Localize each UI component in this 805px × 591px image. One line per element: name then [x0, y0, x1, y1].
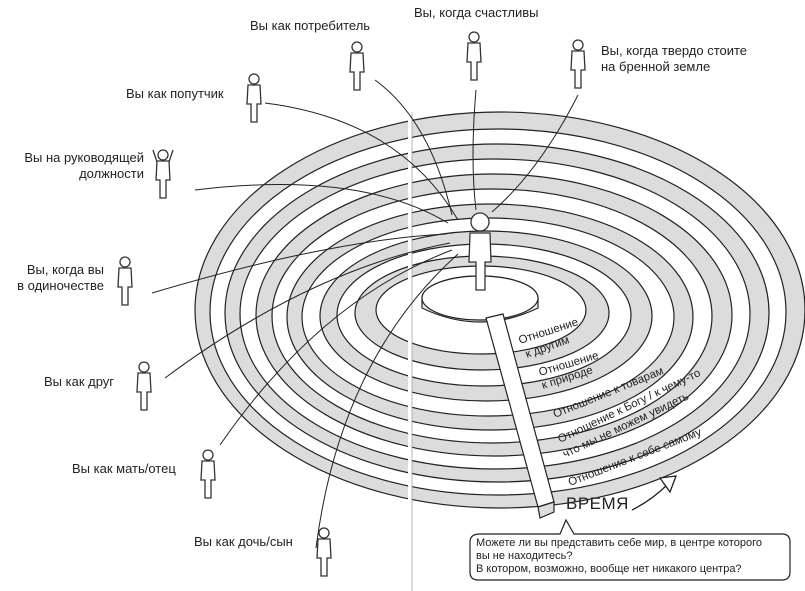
happy-person-icon [466, 31, 482, 81]
label-consumer: Вы как потребитель [250, 18, 371, 33]
child-person-icon [316, 527, 332, 577]
label-leader-line2: должности [79, 166, 144, 181]
question-line1: Можете ли вы представить себе мир, в цен… [476, 537, 762, 549]
label-firm-line1: Вы, когда твердо стоите [601, 43, 748, 58]
label-alone: Вы, когда вы в одиночестве [8, 262, 104, 294]
label-companion: Вы как попутчик [126, 86, 224, 101]
time-stick [485, 313, 555, 519]
center-person-icon [468, 212, 492, 291]
center-platform [421, 275, 539, 323]
label-firm-line2: на бренной земле [601, 59, 711, 74]
question-line2: вы не находитесь? [476, 550, 573, 562]
question-bubble [469, 518, 791, 581]
label-leader: Вы на руководящей должности [12, 150, 144, 182]
label-firm: Вы, когда твердо стоите на бренной земле [601, 43, 747, 75]
alone-person-icon [117, 256, 133, 306]
leader-person-icon [152, 149, 174, 199]
friend-person-icon [136, 361, 152, 411]
label-leader-line1: Вы на руководящей [24, 150, 144, 165]
label-child: Вы как дочь/сын [194, 534, 293, 549]
time-arrow-icon [631, 475, 677, 511]
consumer-person-icon [349, 41, 365, 91]
rays [151, 79, 579, 549]
rings [194, 111, 805, 509]
companion-person-icon [246, 73, 262, 123]
firm-person-icon [570, 39, 586, 89]
label-alone-line2: в одиночестве [17, 278, 104, 293]
label-happy: Вы, когда счастливы [414, 5, 539, 20]
question-text: Можете ли вы представить себе мир, в цен… [470, 533, 788, 579]
parent-person-icon [200, 449, 216, 499]
question-line3: В котором, возможно, вообще нет никакого… [476, 563, 742, 575]
label-alone-line1: Вы, когда вы [26, 262, 104, 277]
time-label: ВРЕМЯ [566, 494, 629, 513]
label-parent: Вы как мать/отец [72, 461, 176, 476]
label-friend: Вы как друг [44, 374, 115, 389]
